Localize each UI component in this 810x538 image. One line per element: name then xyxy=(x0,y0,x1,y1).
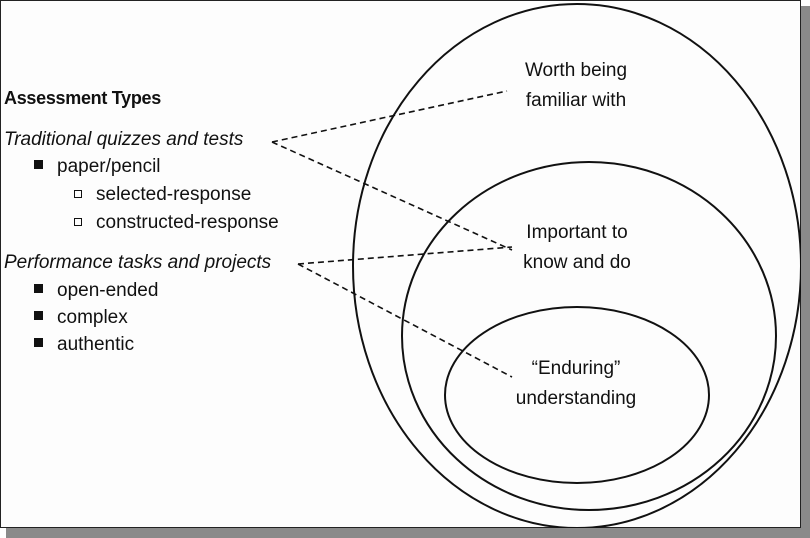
ring-label-line: understanding xyxy=(515,388,637,409)
inner-ring xyxy=(444,306,710,484)
assessment-types-heading: Assessment Types xyxy=(4,88,161,108)
sub-item-label: selected-response xyxy=(96,184,252,205)
connector-performance-to-enduring xyxy=(297,263,513,378)
outer-ring xyxy=(352,3,801,528)
list-item-label: open-ended xyxy=(57,280,159,301)
middle-ring xyxy=(401,161,777,511)
list-item-open-ended: open-ended xyxy=(34,280,158,302)
ring-label-line: “Enduring” xyxy=(531,358,621,379)
sub-item-label: constructed-response xyxy=(96,212,279,233)
list-item-label: complex xyxy=(57,307,128,328)
square-bullet-icon xyxy=(34,160,43,170)
connector-traditional-to-familiar xyxy=(271,90,508,143)
list-item-paper-pencil: paper/pencil xyxy=(34,156,161,178)
list-item-label: paper/pencil xyxy=(57,156,161,177)
venn-diagram xyxy=(271,3,801,528)
square-bullet-icon xyxy=(34,311,43,321)
square-bullet-icon xyxy=(34,284,43,294)
diagram-frame xyxy=(0,0,801,528)
category-performance: Performance tasks and projects xyxy=(4,252,272,273)
category-traditional: Traditional quizzes and tests xyxy=(4,129,244,150)
hollow-square-bullet-icon xyxy=(74,189,82,198)
ring-label-important: Important to know and do xyxy=(502,218,652,278)
square-bullet-icon xyxy=(34,338,43,348)
list-item-label: authentic xyxy=(57,334,135,355)
ring-label-line: Worth being xyxy=(524,60,628,81)
ring-label-line: familiar with xyxy=(525,90,627,111)
connector-performance-to-important xyxy=(297,246,513,265)
hollow-square-bullet-icon xyxy=(74,217,82,226)
frame-shadow-bottom xyxy=(6,528,810,538)
list-item-complex: complex xyxy=(34,307,128,329)
list-item-authentic: authentic xyxy=(34,334,134,356)
ring-label-enduring: “Enduring” understanding xyxy=(501,354,651,414)
ring-label-line: know and do xyxy=(523,252,631,273)
ring-label-line: Important to xyxy=(526,222,628,243)
sub-item-constructed-response: constructed-response xyxy=(74,212,279,234)
connector-traditional-to-important xyxy=(271,141,513,251)
sub-item-selected-response: selected-response xyxy=(74,184,251,206)
frame-shadow-right xyxy=(801,6,810,538)
ring-label-familiar: Worth being familiar with xyxy=(501,56,651,116)
